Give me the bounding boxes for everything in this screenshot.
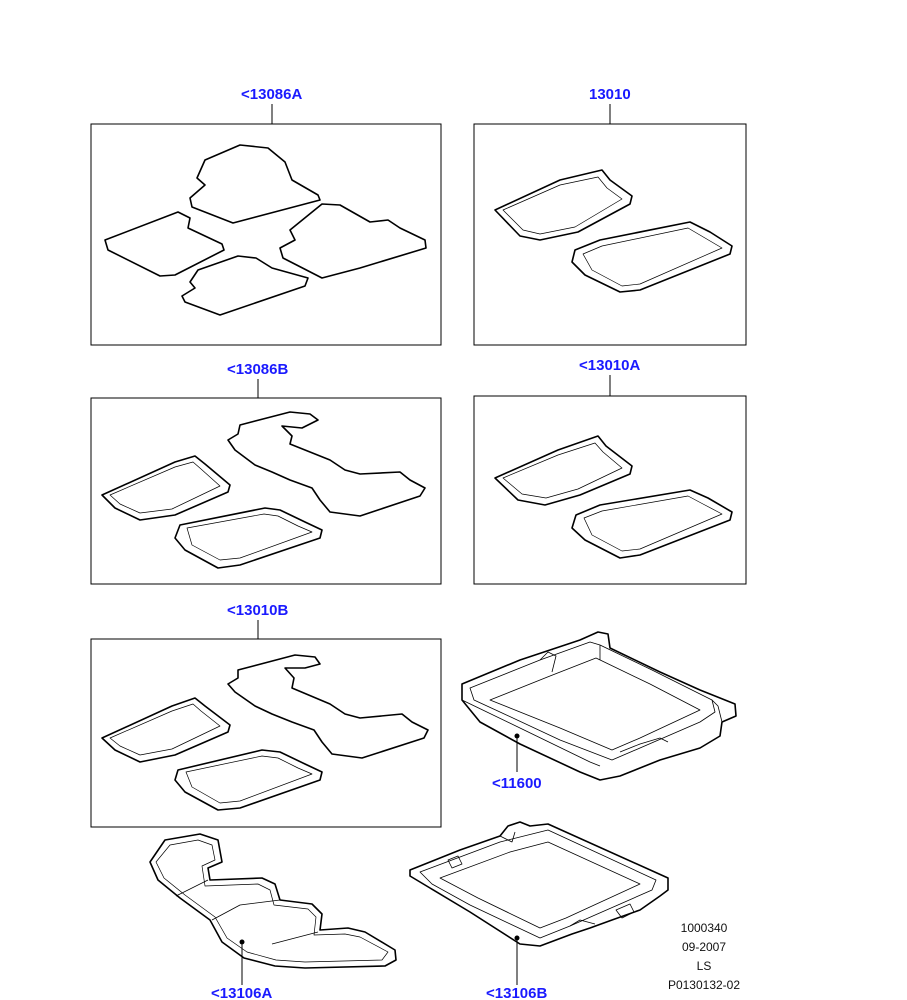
frame-13086a bbox=[90, 123, 442, 346]
panel-13010b: <13010B bbox=[90, 602, 442, 828]
luggage-tray: <11600 bbox=[461, 631, 737, 792]
rubber-mat-front-b bbox=[101, 455, 231, 521]
callout-13106a[interactable]: <13106A bbox=[211, 985, 272, 1000]
callout-13010a[interactable]: <13010A bbox=[579, 357, 640, 374]
info-block: 1000340 09-2007 LS P0130132-02 bbox=[668, 921, 740, 992]
callout-13086b[interactable]: <13086B bbox=[227, 361, 288, 378]
rubber-mat-rear-b bbox=[174, 507, 323, 569]
panel-13010: 13010 bbox=[473, 86, 747, 346]
mat-front-left bbox=[104, 211, 225, 277]
info-date: 09-2007 bbox=[682, 940, 726, 954]
rubber-mat-front-d bbox=[494, 435, 633, 506]
runner-13106a: <13106A bbox=[149, 833, 397, 1000]
rubber-mat-front-e bbox=[101, 697, 231, 763]
frame-13010a bbox=[473, 395, 747, 585]
callout-13010b[interactable]: <13010B bbox=[227, 602, 288, 619]
panel-13086a: <13086A bbox=[90, 86, 442, 346]
rubber-mat-rear bbox=[571, 221, 733, 293]
liner-outline bbox=[409, 821, 669, 947]
frame-13086b bbox=[90, 397, 442, 585]
frame-13010 bbox=[473, 123, 747, 346]
rubber-mat-front bbox=[494, 169, 633, 241]
runner-mat bbox=[227, 411, 426, 517]
runner-mat-e bbox=[227, 654, 429, 759]
runner-13106a-outline bbox=[149, 833, 397, 969]
mat-rear-right bbox=[279, 203, 427, 279]
rubber-mat-rear-d bbox=[571, 489, 733, 559]
liner-13106b: <13106B bbox=[409, 821, 669, 1000]
frame-13010b bbox=[90, 638, 442, 828]
callout-11600[interactable]: <11600 bbox=[492, 775, 542, 792]
info-model-code: LS bbox=[697, 959, 712, 973]
info-ref-number: 1000340 bbox=[681, 921, 728, 935]
tray-outline bbox=[461, 631, 737, 781]
mat-rear-left bbox=[181, 255, 309, 316]
panel-13010a: <13010A bbox=[473, 357, 747, 585]
panel-13086b: <13086B bbox=[90, 361, 442, 585]
info-illustration-id: P0130132-02 bbox=[668, 978, 740, 992]
rubber-mat-rear-e bbox=[174, 749, 323, 811]
callout-13010[interactable]: 13010 bbox=[589, 86, 631, 103]
mat-front-right bbox=[189, 144, 321, 224]
callout-13086a[interactable]: <13086A bbox=[241, 86, 302, 103]
callout-13106b[interactable]: <13106B bbox=[486, 985, 547, 1000]
